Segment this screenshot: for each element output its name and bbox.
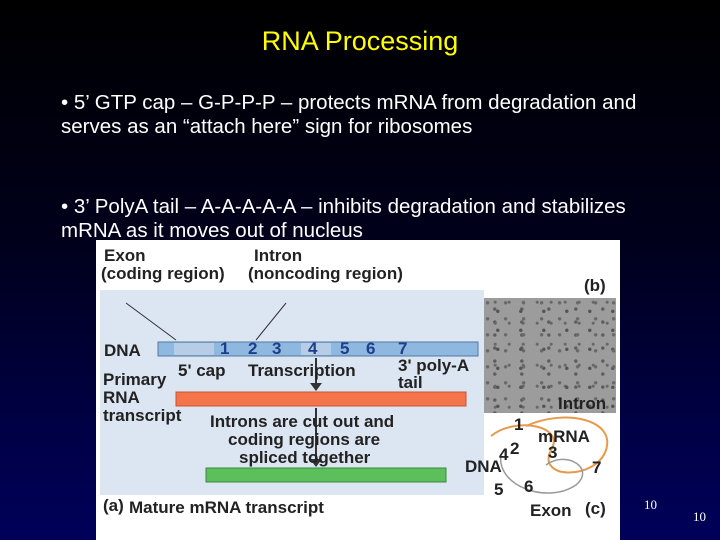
exon-number-6: 6 <box>366 339 376 358</box>
splice-text-line3: spliced together <box>239 448 371 467</box>
bullet-cap: • 5’ GTP cap – G-P-P-P – protects mRNA f… <box>61 91 637 138</box>
cap-label: 5' cap <box>178 361 226 380</box>
figure-graphics <box>125 302 609 494</box>
transcription-label: Transcription <box>248 361 356 380</box>
splice-text-line1: Introns are cut out and <box>210 412 395 431</box>
c-number-1: 1 <box>514 415 524 434</box>
primary-label-line1: Primary <box>103 370 167 389</box>
c-dna-label: DNA <box>465 457 502 476</box>
mrna-loop-path <box>490 416 609 474</box>
c-intron-label: Intron <box>558 394 607 413</box>
electron-micrograph <box>484 298 616 413</box>
tail-label: tail <box>398 373 423 392</box>
c-number-7: 7 <box>592 458 602 477</box>
c-number-2: 2 <box>510 439 520 458</box>
primary-label-line3: transcript <box>103 406 182 425</box>
c-mrna-label: mRNA <box>538 427 590 446</box>
primary-label-line2: RNA <box>103 388 140 407</box>
intron-loop-path <box>500 454 584 494</box>
slide-title: RNA Processing <box>261 26 459 56</box>
intron-pointer <box>255 302 287 341</box>
rna-processing-figure: Exon (coding region) Intron (noncoding r… <box>96 240 620 540</box>
exon-number-3: 3 <box>272 339 282 358</box>
exon-number-1: 1 <box>220 339 230 358</box>
exon-pointer <box>125 302 177 341</box>
intron-label: Intron <box>254 246 303 265</box>
page-number-outer: 10 <box>693 509 706 524</box>
mature-mrna-strand <box>205 467 447 483</box>
c-number-3: 3 <box>548 443 558 462</box>
exon-number-4: 4 <box>308 339 318 358</box>
splice-text-line2: coding regions are <box>228 430 381 449</box>
c-number-5: 5 <box>494 480 504 499</box>
dna-intron-1 <box>174 343 214 355</box>
c-exon-label: Exon <box>530 501 572 520</box>
mature-mrna-label: Mature mRNA transcript <box>129 498 324 517</box>
dna-intron-2 <box>301 343 331 355</box>
page-number-inner: 10 <box>644 497 657 512</box>
panel-b-label: (b) <box>584 276 606 295</box>
bullet-polya: • 3’ PolyA tail – A-A-A-A-A – inhibits d… <box>61 195 626 242</box>
c-number-6: 6 <box>524 477 534 496</box>
intron-sublabel: (noncoding region) <box>248 264 403 283</box>
panel-c-label: (c) <box>585 499 606 518</box>
exon-sublabel: (coding region) <box>101 264 225 283</box>
c-number-4: 4 <box>499 445 509 464</box>
panel-a-label: (a) <box>103 496 124 515</box>
splicing-arrowhead <box>310 459 322 467</box>
exon-label: Exon <box>104 246 146 265</box>
exon-number-5: 5 <box>340 339 350 358</box>
exon-number-2: 2 <box>248 339 258 358</box>
exon-number-7: 7 <box>398 339 408 358</box>
dna-label: DNA <box>104 341 141 360</box>
transcription-arrowhead <box>310 383 322 391</box>
primary-rna-transcript <box>175 391 467 407</box>
polya-label: 3' poly-A <box>398 356 470 375</box>
